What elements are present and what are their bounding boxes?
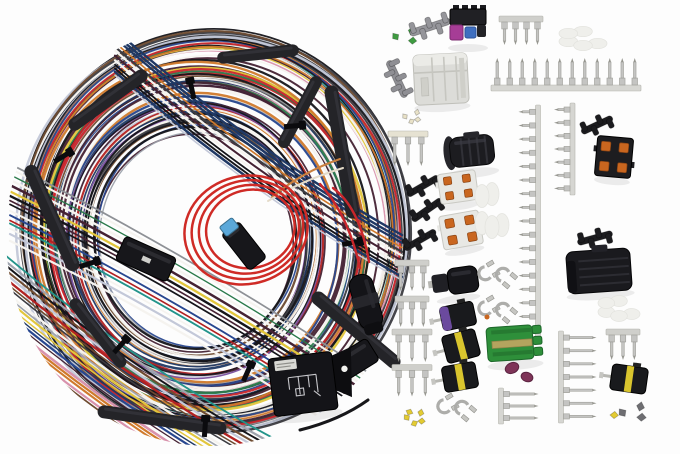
metal-terminals-3h — [498, 387, 539, 425]
seal-cluster-faint-3 — [597, 295, 641, 322]
pins-mirror — [558, 330, 597, 424]
pins-mirror — [498, 387, 539, 425]
black-ecu-connector — [565, 244, 635, 301]
white-orange-connector-2 — [436, 209, 486, 256]
terminal-strip-3d — [391, 364, 433, 397]
white-orange-connector-1 — [435, 169, 481, 211]
yellow-seal-beads-top — [402, 108, 422, 125]
terminal-strip-3c — [391, 328, 433, 362]
red-coil-connector — [219, 217, 266, 270]
black-comb-1 — [579, 114, 615, 136]
purple-cavity-seals — [504, 361, 534, 383]
black-comb-5 — [576, 227, 614, 249]
zip-tie — [78, 255, 102, 270]
black-purple-connector — [429, 298, 477, 332]
terminal-strip-3b — [394, 295, 430, 327]
terminal-strip-left-7 — [554, 102, 576, 196]
metal-clips-pair-1 — [477, 259, 519, 290]
yellow-bead — [609, 410, 619, 420]
terminal-row-12 — [490, 58, 642, 92]
zip-tie — [241, 359, 257, 383]
terminal-strip-left-17 — [518, 104, 541, 338]
red-wire-coil — [183, 174, 309, 286]
black-comb-4 — [401, 228, 439, 252]
gray-ecu-connector — [412, 52, 471, 113]
zip-tie — [112, 333, 132, 355]
zip-tie — [200, 414, 211, 438]
terminal-stack-7 — [558, 330, 597, 424]
relay-with-mounting-tab — [267, 346, 352, 424]
harness-branch-connector — [115, 236, 177, 282]
metal-clips-small — [477, 294, 519, 325]
yellow-bead-cluster — [403, 408, 426, 427]
pins-mirror — [490, 58, 642, 92]
zip-tie — [185, 76, 197, 100]
black-comb-3 — [408, 197, 446, 223]
inline-fuse-holder — [348, 273, 384, 336]
loose-wires — [267, 158, 371, 432]
terminal-strip-3a — [394, 259, 430, 291]
purple-blue-connector-stack — [448, 5, 488, 52]
terminal-strip-3e — [605, 328, 641, 360]
wire-harness-coil — [6, 28, 413, 446]
zip-tie — [341, 236, 365, 248]
metal-clips-pair-2 — [436, 392, 478, 423]
zip-tie — [53, 146, 76, 164]
terminal-strip-4 — [498, 15, 544, 45]
seal-cluster-faint-1 — [558, 25, 608, 52]
split-loom-segments — [24, 44, 401, 435]
seal-cluster-faint-2 — [474, 182, 510, 239]
cream-terminal-strip-3 — [387, 130, 429, 166]
zip-tie — [283, 120, 307, 130]
black-yellow-connector-2 — [430, 358, 479, 393]
black-orange-connector — [593, 135, 635, 186]
black-yellow-connector-3 — [598, 362, 649, 395]
black-yellow-connector-1 — [432, 326, 481, 364]
gray-zigzag-comb — [383, 58, 414, 98]
black-sensor-connector — [427, 265, 481, 304]
wire-rings — [14, 28, 413, 434]
loose-parts-grid — [383, 5, 649, 427]
harness-attached-components — [115, 174, 384, 424]
gray-curved-comb — [408, 11, 451, 40]
zip-ties — [53, 76, 365, 438]
metal-clip-cluster — [618, 401, 647, 422]
